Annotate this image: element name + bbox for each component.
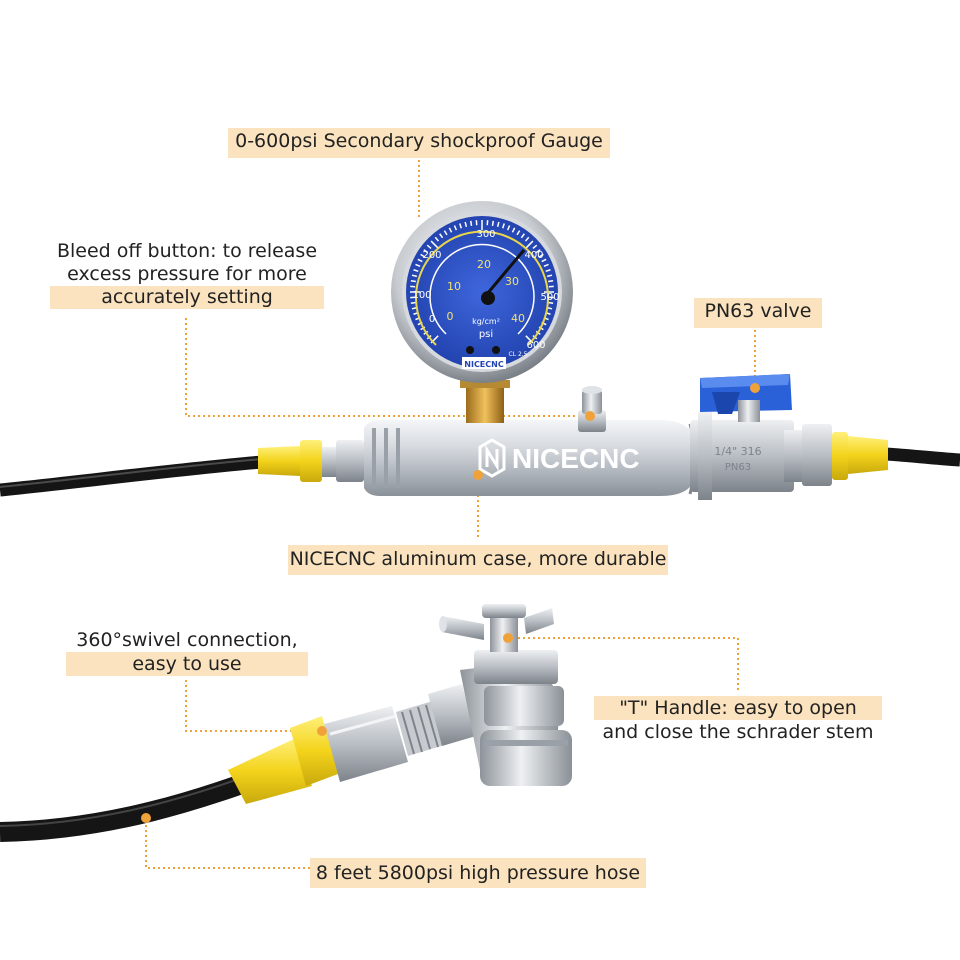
gauge-tick (506, 225, 511, 231)
callout-thandle-line2: and close the schrader stem (602, 721, 874, 743)
svg-text:100: 100 (412, 290, 431, 301)
callout-swivel: 360°swivel connection, easy to use (66, 628, 308, 676)
gauge-tick (538, 253, 544, 258)
gauge-unit-inner: kg/cm² (472, 317, 500, 326)
gauge-tick (548, 279, 554, 283)
bleed-button (578, 386, 606, 432)
gauge-tick (516, 230, 521, 236)
pn63-valve (690, 374, 832, 500)
callout-hose-text: 8 feet 5800psi high pressure hose (315, 862, 641, 884)
callout-pn63-text: PN63 valve (704, 300, 812, 322)
gauge-tick (532, 244, 538, 250)
callout-swivel-line1: 360°swivel connection, (76, 629, 298, 651)
gauge-tick (543, 263, 549, 268)
gauge-tick (413, 269, 419, 273)
callout-swivel-line2: easy to use (66, 652, 308, 676)
yellow-fitting-right (832, 432, 888, 480)
svg-text:500: 500 (540, 292, 559, 303)
hose-right (884, 447, 960, 467)
gauge-tick (469, 220, 473, 226)
gauge-stem (466, 385, 504, 423)
gauge-class: CL 2.5 (509, 351, 528, 358)
callout-gauge: 0-600psi Secondary shockproof Gauge (228, 128, 610, 158)
svg-text:200: 200 (422, 250, 441, 261)
callout-case: NICECNC aluminum case, more durable (288, 545, 668, 575)
svg-text:10: 10 (447, 280, 461, 293)
gauge-tick (417, 258, 423, 263)
gauge-tick (430, 240, 439, 249)
gauge-tick (525, 240, 534, 249)
swivel-hex (324, 706, 408, 782)
t-handle-marker (503, 633, 513, 643)
yellow-fitting-left (258, 440, 364, 482)
gauge-tick (420, 253, 426, 258)
brand-logo (478, 438, 506, 478)
gauge-tick (541, 258, 547, 263)
callout-markers (141, 383, 760, 823)
gauge-tick (410, 301, 416, 305)
callout-hose: 8 feet 5800psi high pressure hose (310, 858, 646, 888)
callout-bleed-line3: accurately setting (50, 286, 324, 309)
hose-left (0, 455, 263, 497)
leader-lines-bottom (145, 637, 739, 869)
svg-text:0: 0 (429, 314, 435, 325)
svg-text:0: 0 (447, 310, 454, 323)
gauge-tick (496, 221, 500, 228)
valve-marking-bottom: PN63 (725, 462, 751, 473)
gauge-tick (545, 269, 551, 273)
gauge-tick (491, 220, 495, 226)
valve-marking-top: 1/4" 316 (714, 445, 761, 458)
callout-bleed-line2: excess pressure for more (67, 263, 307, 285)
svg-text:20: 20 (477, 258, 491, 271)
callout-case-text: NICECNC aluminum case, more durable (289, 548, 667, 570)
gauge-tick (535, 249, 541, 254)
gauge-tick (411, 274, 418, 278)
svg-text:40: 40 (511, 312, 525, 325)
gauge-tick (423, 249, 429, 254)
gauge-tick (524, 236, 530, 242)
gauge-tick (439, 233, 444, 239)
pressure-gauge (391, 201, 573, 383)
callout-thandle: "T" Handle: easy to open and close the s… (594, 696, 882, 744)
gauge-tick (453, 225, 458, 231)
threaded-nipple (396, 684, 476, 756)
gauge-tick (546, 274, 553, 278)
gauge-tick (434, 236, 440, 242)
gauge-tick (464, 221, 468, 228)
callout-gauge-text: 0-600psi Secondary shockproof Gauge (235, 130, 603, 152)
gauge-unit-outer: psi (479, 329, 493, 340)
gauge-inner-labels: 0 10 20 30 40 (447, 258, 526, 325)
gauge-tick (511, 227, 516, 233)
callout-bleed-line1: Bleed off button: to release (56, 240, 318, 262)
callout-thandle-line1: "T" Handle: easy to open (594, 696, 882, 720)
gauge-scale-labels: 0 100 200 300 400 500 600 (412, 229, 559, 351)
gauge-tick (459, 223, 463, 229)
svg-text:400: 400 (524, 250, 543, 261)
svg-text:600: 600 (526, 340, 545, 351)
gauge-tick (410, 279, 416, 283)
gauge-tick (426, 244, 432, 250)
gauge-tick (448, 227, 453, 233)
callout-bleed: Bleed off button: to release excess pres… (50, 240, 324, 309)
gauge-tick (443, 230, 448, 236)
gauge-tick (520, 233, 525, 239)
svg-text:30: 30 (505, 275, 519, 288)
svg-text:300: 300 (476, 229, 495, 240)
case-brand-text: NICECNC (512, 443, 640, 474)
gauge-brand: NICECNC (464, 360, 504, 369)
callout-pn63: PN63 valve (694, 298, 822, 328)
gauge-tick (548, 301, 554, 305)
t-handle-valve (439, 604, 572, 786)
gauge-tick (501, 223, 505, 229)
gauge-tick (415, 263, 421, 268)
